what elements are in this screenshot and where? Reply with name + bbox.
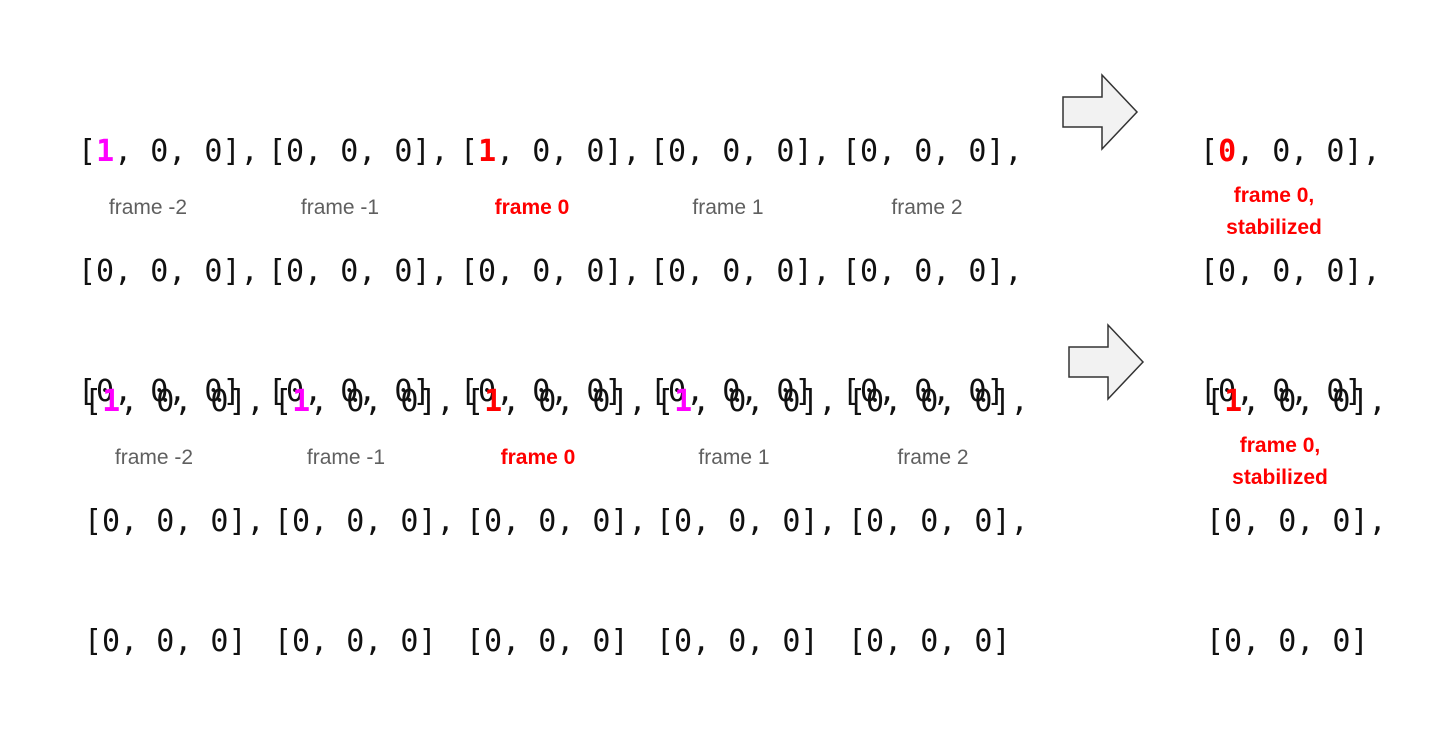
matrix-line: [0, 0, 0], [848,504,1029,539]
matrix-line: [0, 0, 0], [1200,254,1381,289]
matrix-line: [0, 0, 0], [460,254,641,289]
matrix-line: [0, 0, 0], [650,134,831,169]
highlighted-value: 1 [484,384,503,419]
frame-caption: frame -2 [114,446,194,469]
matrix: [1, 0, 0], [0, 0, 0], [0, 0, 0] [78,52,259,492]
frame-caption: frame 0 [494,196,570,219]
frame-caption: frame -1 [306,446,386,469]
matrix-line: [0, 0, 0] [78,374,241,409]
matrix-line: [1, 0, 0], [274,384,455,419]
matrix: [0, 0, 0], [0, 0, 0], [0, 0, 0] [1200,52,1381,492]
matrix-line: [0, 0, 0], [1206,504,1387,539]
frame-caption: frame 0 [500,446,576,469]
matrix-line: [0, 0, 0] [842,374,1005,409]
result-caption: frame 0, stabilized [1226,184,1322,239]
matrix-line: [0, 0, 0] [460,374,623,409]
matrix-line: [0, 0, 0], [84,504,265,539]
matrix-line: [0, 0, 0], [78,254,259,289]
matrix-line: [0, 0, 0], [842,134,1023,169]
matrix: [1, 0, 0], [0, 0, 0], [0, 0, 0] [656,302,837,742]
matrix-line: [1, 0, 0], [78,134,259,169]
frame-caption: frame 1 [692,196,764,219]
matrix-line: [0, 0, 0], [656,504,837,539]
matrix-line: [1, 0, 0], [84,384,265,419]
matrix: [0, 0, 0], [0, 0, 0], [0, 0, 0] [650,52,831,492]
matrix-line: [0, 0, 0], [848,384,1029,419]
matrix-line: [0, 0, 0], [466,504,647,539]
highlighted-value: 1 [478,134,497,169]
matrix-line: [0, 0, 0], [268,254,449,289]
highlighted-value: 1 [96,134,115,169]
highlighted-value: 1 [102,384,121,419]
frame-caption: frame -2 [108,196,188,219]
matrix-line: [0, 0, 0] [84,624,247,659]
matrix: [1, 0, 0], [0, 0, 0], [0, 0, 0] [460,52,641,492]
arrow-right-icon [1068,323,1145,401]
matrix-line: [0, 0, 0], [268,134,449,169]
highlighted-value: 1 [674,384,693,419]
highlighted-value: 1 [292,384,311,419]
matrix-line: [0, 0, 0] [1200,374,1363,409]
matrix-line: [0, 0, 0] [466,624,629,659]
matrix-line: [0, 0, 0], [650,254,831,289]
matrix-line: [0, 0, 0] [268,374,431,409]
frame-caption: frame -1 [300,196,380,219]
matrix-line: [0, 0, 0] [274,624,437,659]
matrix: [0, 0, 0], [0, 0, 0], [0, 0, 0] [268,52,449,492]
matrix-line: [0, 0, 0] [1206,624,1369,659]
matrix: [1, 0, 0], [0, 0, 0], [0, 0, 0] [466,302,647,742]
matrix-line: [0, 0, 0] [650,374,813,409]
highlighted-value: 0 [1218,134,1237,169]
highlighted-value: 1 [1224,384,1243,419]
matrix: [0, 0, 0], [0, 0, 0], [0, 0, 0] [842,52,1023,492]
matrix-line: [1, 0, 0], [460,134,641,169]
matrix-line: [0, 0, 0], [274,504,455,539]
frame-caption: frame 2 [891,196,963,219]
matrix: [1, 0, 0], [0, 0, 0], [0, 0, 0] [1206,302,1387,742]
matrix: [1, 0, 0], [0, 0, 0], [0, 0, 0] [84,302,265,742]
matrix-line: [0, 0, 0] [656,624,819,659]
arrow-right-icon [1062,73,1139,151]
matrix-line: [1, 0, 0], [656,384,837,419]
row-2: [1, 0, 0], [0, 0, 0], [0, 0, 0] frame -2… [0,250,1456,659]
matrix-line: [1, 0, 0], [466,384,647,419]
matrix-line: [1, 0, 0], [1206,384,1387,419]
matrix: [1, 0, 0], [0, 0, 0], [0, 0, 0] [274,302,455,742]
row-1: [1, 0, 0], [0, 0, 0], [0, 0, 0] frame -2… [0,0,1456,409]
matrix-line: [0, 0, 0], [842,254,1023,289]
matrix-line: [0, 0, 0], [1200,134,1381,169]
frame-caption: frame 1 [698,446,770,469]
frame-caption: frame 2 [897,446,969,469]
matrix: [0, 0, 0], [0, 0, 0], [0, 0, 0] [848,302,1029,742]
result-caption: frame 0, stabilized [1232,434,1328,489]
matrix-line: [0, 0, 0] [848,624,1011,659]
